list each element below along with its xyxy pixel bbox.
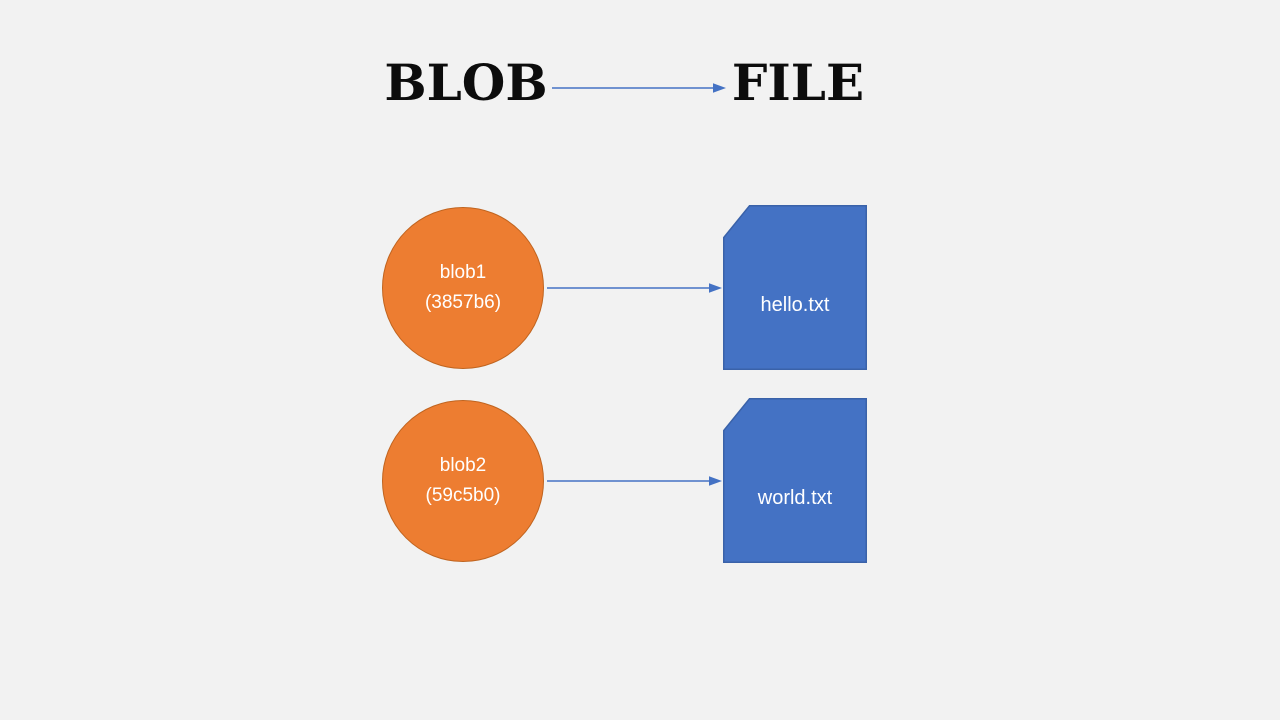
file1-shape: hello.txt	[723, 205, 867, 370]
file2-shape: world.txt	[723, 398, 867, 563]
file-column-title: FILE	[731, 53, 865, 112]
blob2-name-label: blob2	[439, 455, 487, 476]
blob1-to-file-arrow-icon	[547, 283, 722, 293]
blob1-name-label: blob1	[439, 262, 487, 283]
file2-document-icon	[723, 398, 867, 563]
blob-column-title: BLOB	[384, 53, 548, 112]
file1-name-label: hello.txt	[760, 293, 830, 316]
blob1-hash-label: (3857b6)	[424, 292, 502, 313]
file2-name-label: world.txt	[757, 486, 833, 509]
blob1-circle: blob1 (3857b6)	[382, 207, 544, 369]
blob2-hash-label: (59c5b0)	[425, 485, 501, 506]
blob2-to-file-arrow-icon	[547, 476, 722, 486]
file1-document-icon	[723, 205, 867, 370]
blob2-circle: blob2 (59c5b0)	[382, 400, 544, 562]
